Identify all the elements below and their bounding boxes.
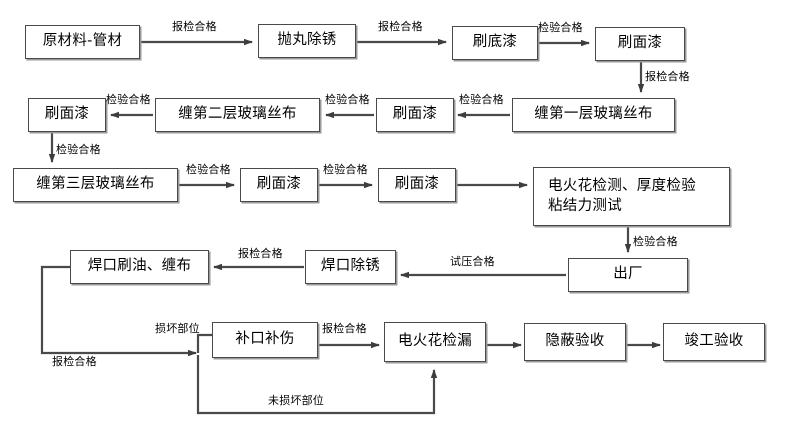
node-glass-cloth-layer-3[interactable]: 缠第三层玻璃丝布 bbox=[13, 168, 178, 202]
edge-label-cloth2-to-topcoat3: 检验合格 bbox=[106, 93, 151, 106]
node-glass-cloth-layer-1[interactable]: 缠第一层玻璃丝布 bbox=[512, 98, 675, 132]
edge-label-raw-to-blasting: 报检合格 bbox=[172, 20, 217, 33]
node-topcoat-2[interactable]: 刷面漆 bbox=[376, 98, 454, 132]
node-raw-material[interactable]: 原材料-管材 bbox=[25, 25, 140, 59]
edge-label-topcoat2-to-cloth2: 检验合格 bbox=[325, 93, 370, 106]
node-spark-leak-test[interactable]: 电火花检漏 bbox=[384, 322, 486, 362]
node-joint-repair[interactable]: 补口补伤 bbox=[212, 322, 318, 358]
edge-label-topcoat-to-cloth1: 报检合格 bbox=[645, 70, 690, 83]
edge-label-cloth1-to-topcoat2: 检验合格 bbox=[459, 93, 504, 106]
edge-label-shipment-to-weld-derusting: 试压合格 bbox=[450, 255, 495, 268]
edge-label-derusting-to-oilwrap: 报检合格 bbox=[238, 247, 283, 260]
edge-label-damaged-area: 损坏部位 bbox=[155, 322, 200, 335]
edge-label-undamaged-area: 未损坏部位 bbox=[268, 394, 324, 407]
node-shot-blasting[interactable]: 抛丸除锈 bbox=[258, 24, 356, 58]
edge-label-repair-to-leaktest: 报检合格 bbox=[322, 322, 367, 335]
node-topcoat-3[interactable]: 刷面漆 bbox=[28, 98, 106, 132]
node-completion-acceptance[interactable]: 竣工验收 bbox=[663, 323, 765, 361]
connector-undamaged-loop bbox=[196, 355, 438, 415]
node-glass-cloth-layer-2[interactable]: 缠第二层玻璃丝布 bbox=[155, 98, 320, 132]
edge-label-topcoat3-to-cloth3: 检验合格 bbox=[56, 143, 101, 156]
edge-label-test-to-shipment: 检验合格 bbox=[633, 235, 678, 248]
node-topcoat-5[interactable]: 刷面漆 bbox=[378, 168, 456, 202]
node-spark-thickness-adhesion-test[interactable]: 电火花检测、厚度检验 粘结力测试 bbox=[533, 167, 730, 226]
connector-n15-branch bbox=[40, 265, 197, 357]
node-factory-shipment[interactable]: 出厂 bbox=[568, 258, 688, 292]
edge-label-topcoat4-to-topcoat5: 检验合格 bbox=[323, 163, 368, 176]
edge-label-cloth3-to-topcoat4: 检验合格 bbox=[186, 163, 231, 176]
node-topcoat-1[interactable]: 刷面漆 bbox=[595, 27, 685, 61]
edge-label-primer-to-topcoat: 检验合格 bbox=[538, 21, 583, 34]
node-topcoat-4[interactable]: 刷面漆 bbox=[240, 168, 318, 202]
node-concealed-acceptance[interactable]: 隐蔽验收 bbox=[524, 323, 626, 361]
node-weld-oil-wrap[interactable]: 焊口刷油、缠布 bbox=[70, 250, 209, 284]
edge-label-oilwrap-to-branch: 报检合格 bbox=[52, 355, 97, 368]
node-primer-coat[interactable]: 刷底漆 bbox=[452, 26, 538, 60]
edge-label-blasting-to-primer: 报检合格 bbox=[378, 20, 423, 33]
node-weld-derusting[interactable]: 焊口除锈 bbox=[305, 250, 396, 284]
